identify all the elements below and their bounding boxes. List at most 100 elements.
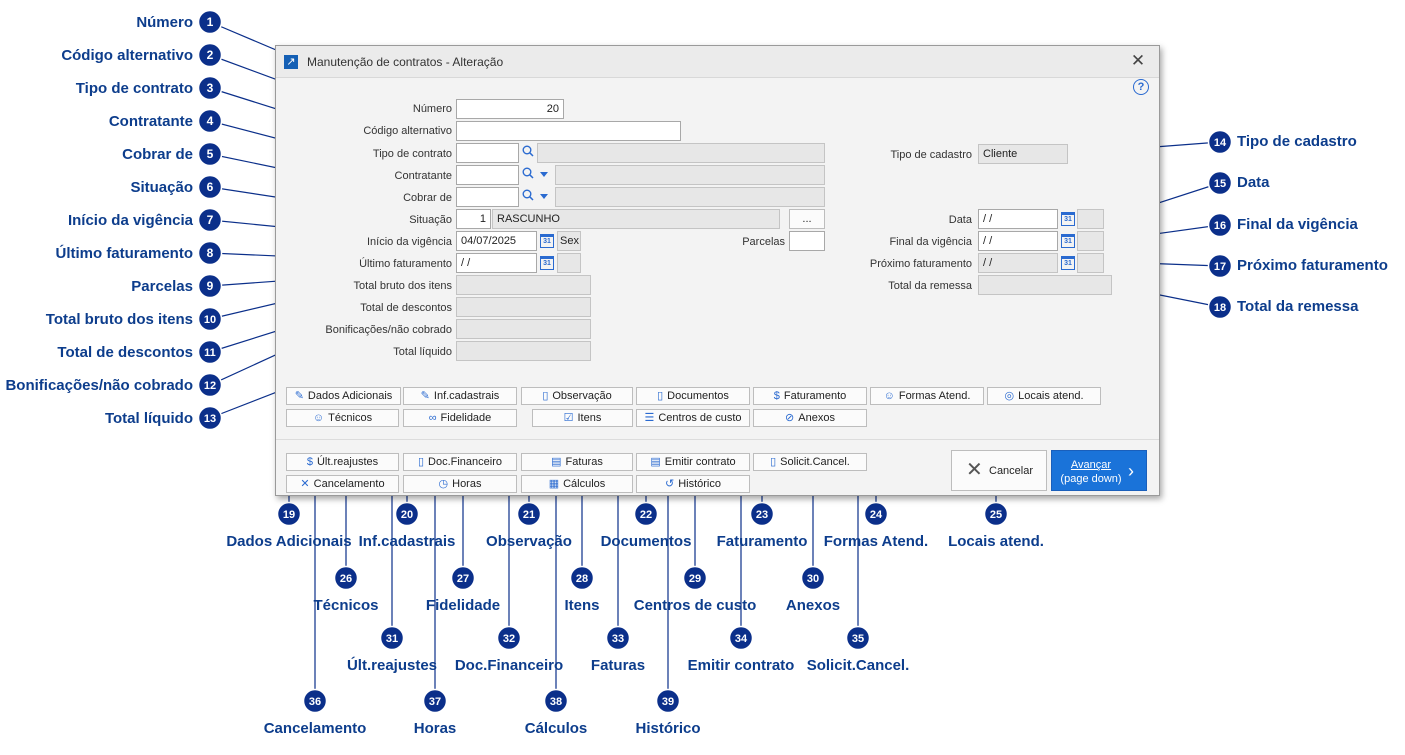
final-vigencia-weekday: [1077, 231, 1104, 251]
callout-number: 9: [207, 279, 214, 293]
callout-badge: 12: [197, 372, 223, 398]
help-icon[interactable]: ?: [1133, 79, 1149, 95]
codigo-alternativo-field[interactable]: [456, 121, 681, 141]
invoice-icon: ▤: [551, 456, 562, 468]
btn-observação[interactable]: ▯Observação: [521, 387, 633, 405]
btn-anexos[interactable]: ⊘Anexos: [753, 409, 867, 427]
dropdown-arrow-icon[interactable]: [537, 187, 551, 207]
callout-number: 22: [640, 509, 652, 521]
callout-badge: 4: [197, 108, 223, 134]
total-bruto-label: Total bruto dos itens: [353, 280, 452, 292]
callout-number: 12: [204, 380, 216, 392]
button-label: Faturas: [565, 456, 603, 468]
callout-badge: 13: [197, 405, 223, 431]
documents-icon: ▯: [657, 390, 664, 402]
calendar-icon[interactable]: 31: [1061, 234, 1075, 248]
btn-cálculos[interactable]: ▦Cálculos: [521, 475, 633, 493]
callout-number: 35: [852, 633, 864, 645]
cobrar-de-field[interactable]: [456, 187, 519, 207]
bonificacoes-field: [456, 319, 591, 339]
callout-number: 20: [401, 509, 413, 521]
total-remessa-label: Total da remessa: [888, 280, 972, 292]
callout-label: Número: [136, 14, 193, 31]
callout-number: 19: [283, 509, 295, 521]
callout-label: Dados Adicionais: [226, 533, 352, 550]
calendar-icon[interactable]: 31: [1061, 256, 1075, 270]
dropdown-arrow-icon[interactable]: [537, 165, 551, 185]
checkbox-icon: ☑: [563, 412, 574, 424]
callout-label: Último faturamento: [55, 245, 193, 262]
search-icon[interactable]: [520, 143, 536, 163]
btn-faturamento[interactable]: $Faturamento: [753, 387, 867, 405]
inicio-vigencia-field[interactable]: 04/07/2025: [456, 231, 537, 251]
proximo-faturamento-field: / /: [978, 253, 1058, 273]
document-icon: ▯: [417, 456, 425, 468]
button-label: Cancelamento: [313, 478, 385, 490]
cancel-button[interactable]: ✕ Cancelar: [951, 450, 1047, 491]
callout-number: 17: [1214, 261, 1226, 273]
calendar-icon[interactable]: 31: [540, 234, 554, 248]
callout-number: 39: [662, 696, 674, 708]
callout-label: Itens: [564, 597, 600, 614]
btn-emitir-contrato[interactable]: ▤Emitir contrato: [636, 453, 750, 471]
btn-faturas[interactable]: ▤Faturas: [521, 453, 633, 471]
callout-number: 14: [1214, 137, 1227, 149]
callout-number: 31: [386, 633, 398, 645]
total-descontos-label: Total de descontos: [360, 302, 452, 314]
inicio-vigencia-label: Início da vigência: [367, 236, 452, 248]
contratante-field[interactable]: [456, 165, 519, 185]
total-descontos-field: [456, 297, 591, 317]
btn-locais-atend[interactable]: ◎Locais atend.: [987, 387, 1101, 405]
callout-number: 38: [550, 696, 562, 708]
final-vigencia-field[interactable]: / /: [978, 231, 1058, 251]
close-icon[interactable]: ✕: [1130, 51, 1146, 70]
callout-badge: 3: [197, 75, 223, 101]
numero-field[interactable]: 20: [456, 99, 564, 119]
tipo-contrato-description: [537, 143, 825, 163]
close-icon: ✕: [300, 478, 310, 490]
tipo-contrato-label: Tipo de contrato: [372, 148, 452, 160]
button-label: Cálculos: [563, 478, 606, 490]
btn-histórico[interactable]: ↺Histórico: [636, 475, 750, 493]
btn-itens[interactable]: ☑Itens: [532, 409, 633, 427]
btn-solicit-cancel[interactable]: ▯Solicit.Cancel.: [753, 453, 867, 471]
btn-inf-cadastrais[interactable]: ✎Inf.cadastrais: [403, 387, 517, 405]
btn-doc-financeiro[interactable]: ▯Doc.Financeiro: [403, 453, 517, 471]
callout-badge: 28: [569, 565, 595, 591]
search-icon[interactable]: [520, 165, 536, 185]
btn-centros-de-custo[interactable]: ☰Centros de custo: [636, 409, 750, 427]
next-button[interactable]: Avançar (page down) ›: [1051, 450, 1147, 491]
btn-formas-atend[interactable]: ☺Formas Atend.: [870, 387, 984, 405]
btn-cancelamento[interactable]: ✕Cancelamento: [286, 475, 399, 493]
button-label: Faturamento: [783, 390, 847, 402]
contratante-description: [555, 165, 825, 185]
callout-label: Total líquido: [104, 410, 193, 427]
data-field[interactable]: / /: [978, 209, 1058, 229]
button-label: Formas Atend.: [898, 390, 971, 402]
ultimo-faturamento-field[interactable]: / /: [456, 253, 537, 273]
callout-badge: 15: [1207, 170, 1233, 196]
situacao-code-field[interactable]: 1: [456, 209, 491, 229]
btn-fidelidade[interactable]: ∞Fidelidade: [403, 409, 517, 427]
calendar-icon[interactable]: 31: [540, 256, 554, 270]
button-label: Emitir contrato: [664, 456, 736, 468]
calendar-icon[interactable]: 31: [1061, 212, 1075, 226]
contract-maintenance-window: ↗ Manutenção de contratos - Alteração ✕ …: [275, 45, 1160, 496]
total-remessa-field: [978, 275, 1112, 295]
edit-icon: ✎: [420, 390, 430, 402]
parcelas-field[interactable]: [789, 231, 825, 251]
button-label: Horas: [452, 478, 482, 490]
callout-label: Centros de custo: [633, 597, 757, 614]
btn-dados-adicionais[interactable]: ✎Dados Adicionais: [286, 387, 401, 405]
tipo-contrato-field[interactable]: [456, 143, 519, 163]
callout-number: 18: [1214, 302, 1226, 314]
window-icon: ↗: [284, 55, 298, 69]
callout-badge: 27: [450, 565, 476, 591]
btn-técnicos[interactable]: ☺Técnicos: [286, 409, 399, 427]
search-icon[interactable]: [520, 187, 536, 207]
btn-últ-reajustes[interactable]: $Últ.reajustes: [286, 453, 399, 471]
btn-documentos[interactable]: ▯Documentos: [636, 387, 750, 405]
btn-horas[interactable]: ◷Horas: [403, 475, 517, 493]
situacao-ellipsis-button[interactable]: ...: [789, 209, 825, 229]
callout-label: Situação: [130, 179, 193, 196]
